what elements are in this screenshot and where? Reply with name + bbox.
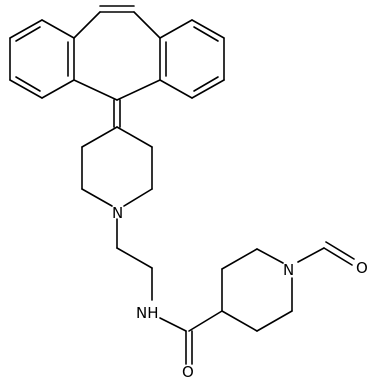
carboxamide-oxygen-label: O bbox=[182, 363, 194, 380]
right-benzene-ring bbox=[159, 19, 225, 99]
lower-piperidine-ring bbox=[221, 248, 293, 332]
amide-group bbox=[159, 310, 223, 365]
lower-ring-nitrogen-label: N bbox=[283, 261, 294, 279]
upper-ring-nitrogen-label: N bbox=[112, 204, 123, 222]
formyl-oxygen-label: O bbox=[356, 259, 368, 277]
exocyclic-double-bond bbox=[113, 99, 121, 128]
upper-piperidine-ring bbox=[81, 126, 153, 207]
ethyl-linker bbox=[116, 218, 153, 301]
central-cycloheptene-ring bbox=[73, 5, 161, 101]
left-benzene-ring bbox=[9, 19, 75, 99]
amide-nitrogen-label: NH bbox=[136, 304, 159, 322]
formyl-group bbox=[297, 241, 355, 266]
